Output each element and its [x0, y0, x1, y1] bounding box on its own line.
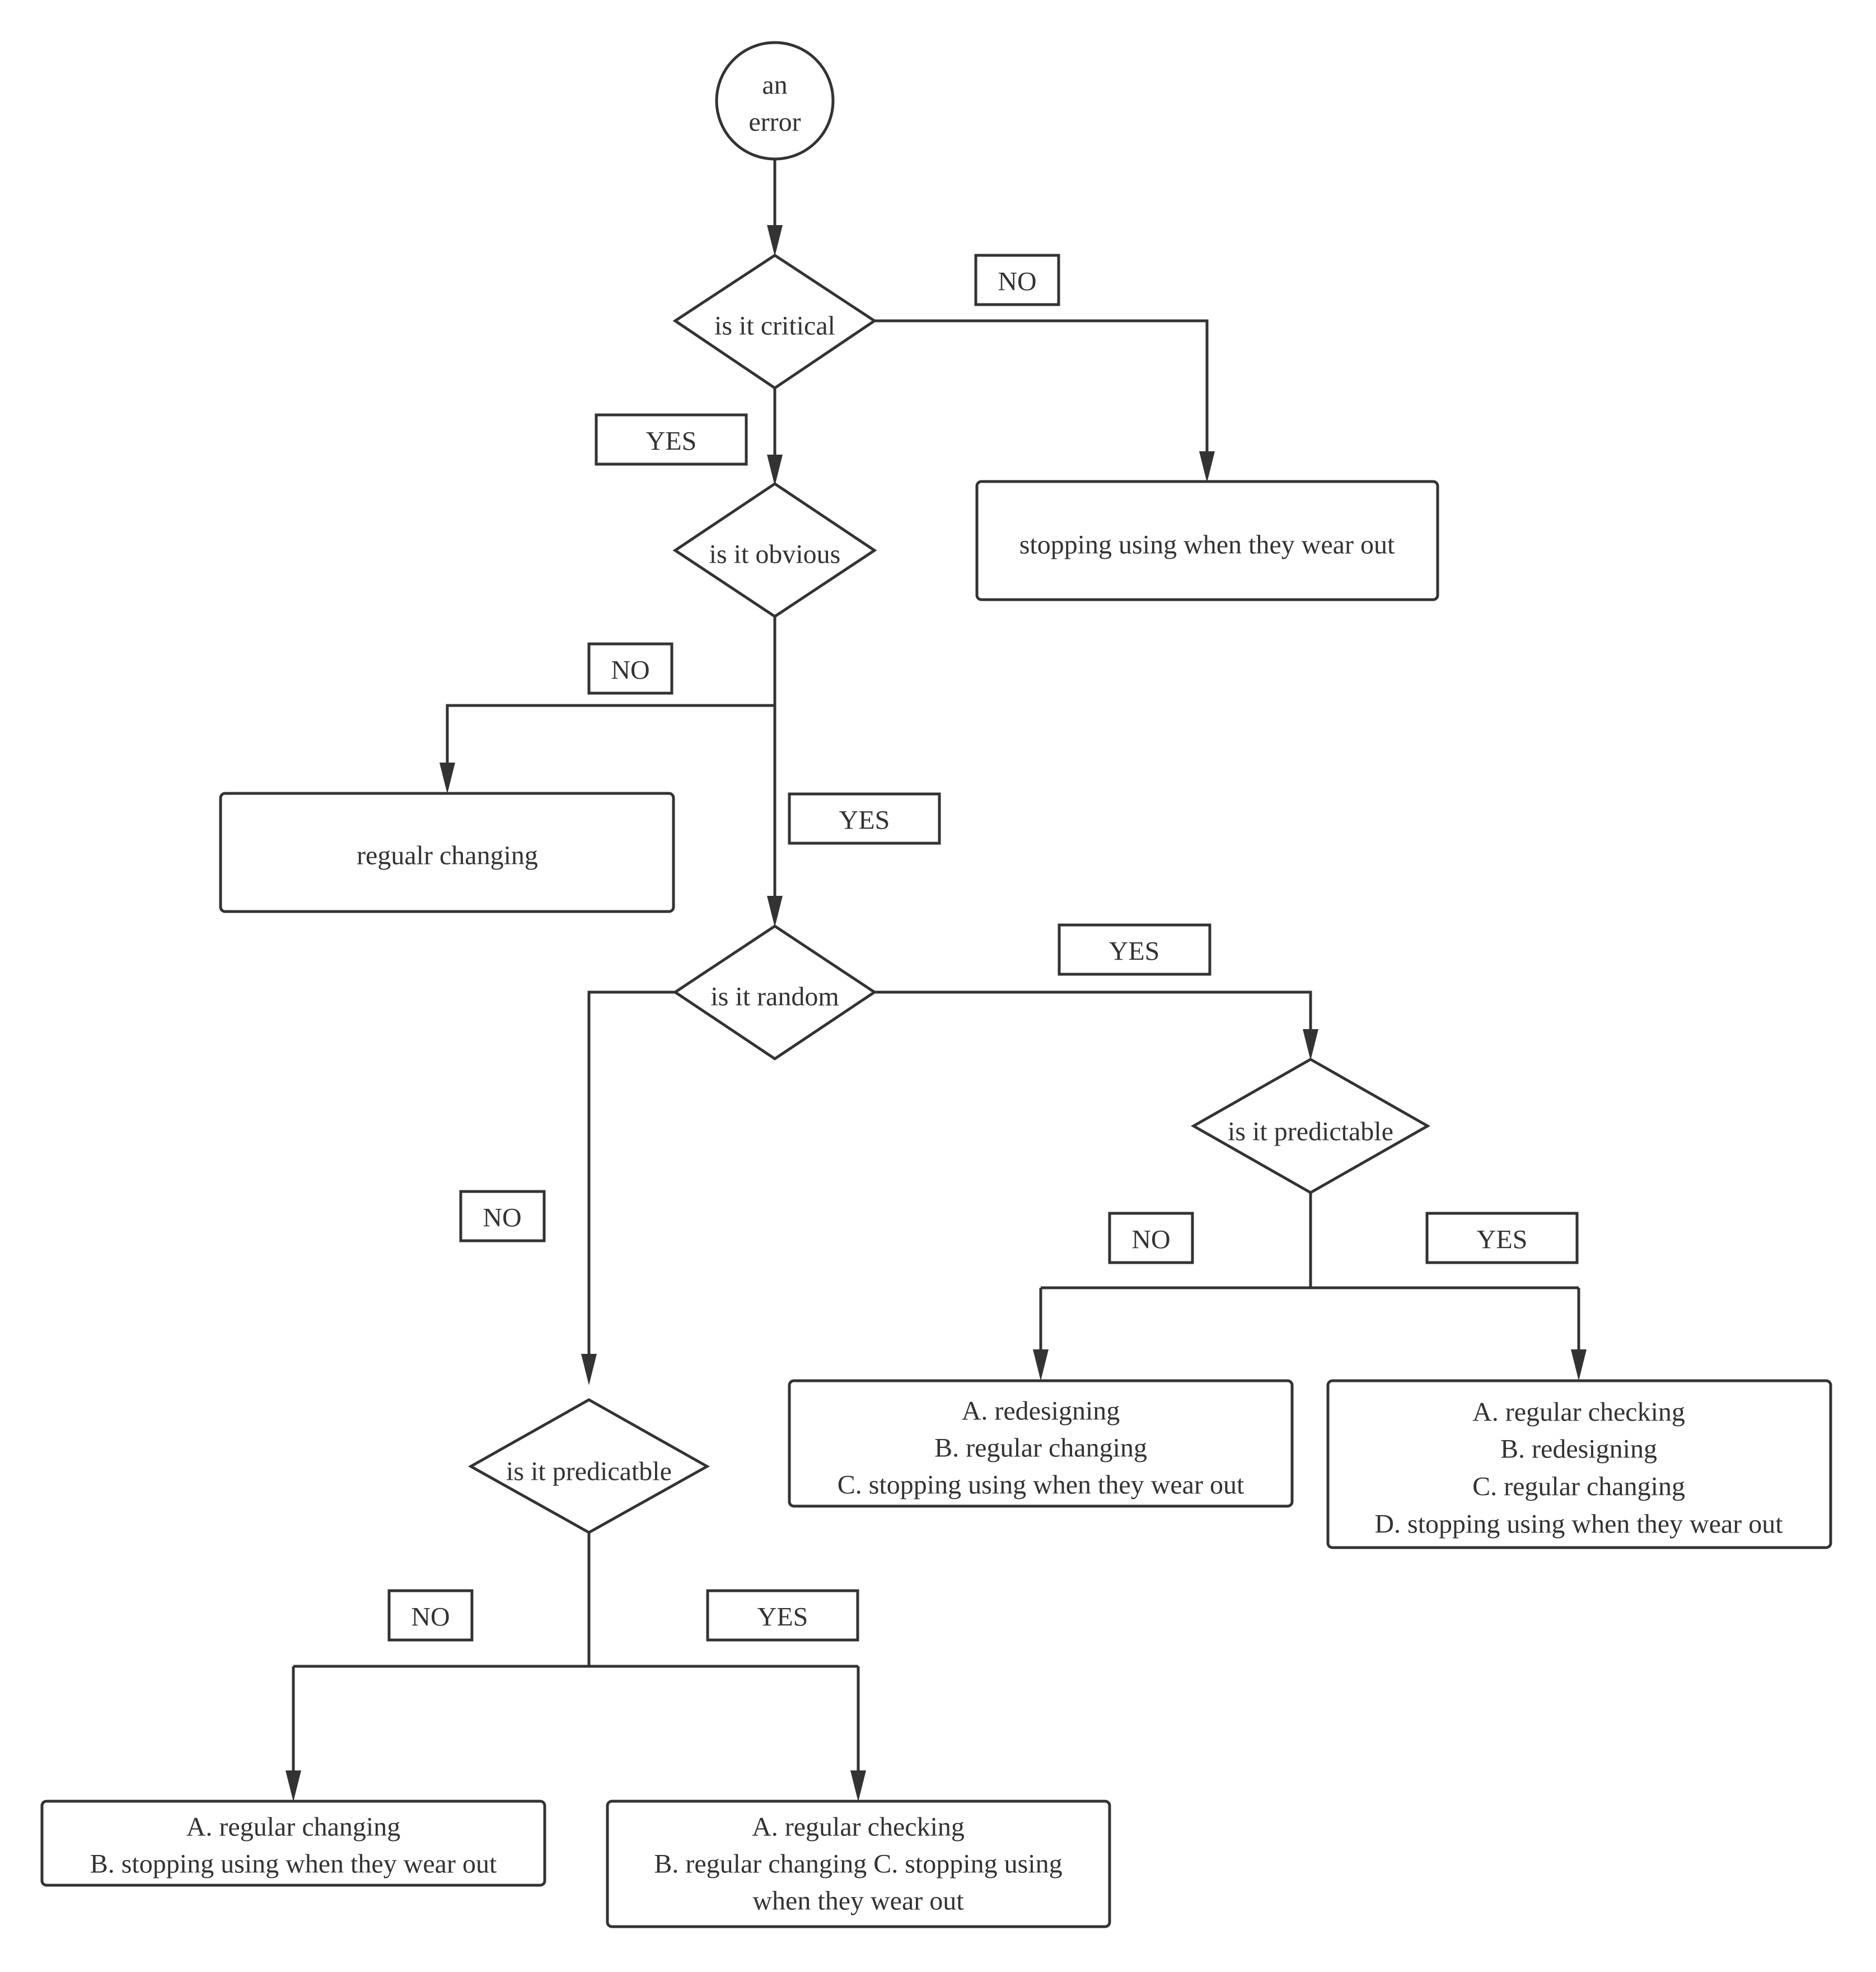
outcome-text-line: B. regular changing C. stopping using: [654, 1849, 1062, 1879]
outcome-text-line: A. regular changing: [186, 1812, 401, 1842]
decision-critical-text: is it critical: [714, 311, 835, 341]
arrowhead: [850, 1770, 866, 1802]
edge-random-yes: [874, 990, 1312, 1041]
label-obvious-yes: YES: [788, 792, 941, 845]
label-predicatble-yes-text: YES: [757, 1602, 808, 1632]
outcome-text-line: C. stopping using when they wear out: [838, 1470, 1245, 1500]
label-random-no: NO: [459, 1190, 546, 1242]
label-obvious-no-text: NO: [611, 656, 649, 685]
label-predicatble-no-text: NO: [411, 1602, 450, 1632]
label-obvious-no: NO: [587, 642, 673, 695]
outcome-predictable-no: A. redesigning B. regular changing C. st…: [788, 1379, 1294, 1508]
outcome-stop-wear: stopping using when they wear out: [975, 480, 1439, 601]
label-random-yes-text: YES: [1109, 937, 1160, 966]
label-predicatble-yes: YES: [706, 1589, 859, 1642]
decision-obvious: is it obvious: [672, 482, 877, 618]
edge-predictable-split: [1041, 1193, 1579, 1289]
arrowhead: [581, 1354, 597, 1385]
arrowhead: [767, 896, 783, 927]
arrowhead: [767, 225, 783, 256]
outcome-text-line: C. regular changing: [1472, 1472, 1685, 1502]
decision-predictable: is it predictable: [1190, 1058, 1431, 1194]
label-obvious-yes-text: YES: [839, 806, 890, 835]
label-predicatble-no: NO: [387, 1589, 474, 1642]
decision-random: is it random: [672, 924, 877, 1061]
edge-predicatble-split: [293, 1532, 858, 1668]
label-predictable-no-text: NO: [1131, 1225, 1170, 1255]
label-critical-yes-text: YES: [646, 427, 697, 456]
outcome-text-line: B. regular changing: [934, 1433, 1147, 1463]
outcome-text-line: D. stopping using when they wear out: [1374, 1510, 1783, 1539]
start-text-line: error: [748, 108, 801, 137]
outcome-text-line: B. redesigning: [1500, 1434, 1657, 1464]
outcome-predictable-yes: A. regular checking B. redesigning C. re…: [1326, 1379, 1832, 1549]
outcome-text-line: A. regular checking: [752, 1812, 965, 1842]
start-node: an error: [715, 41, 835, 161]
arrowhead: [1571, 1349, 1587, 1381]
edge-obvious-no: [446, 704, 775, 777]
decision-predicatble-text: is it predicatble: [506, 1457, 672, 1487]
arrowhead: [767, 455, 783, 486]
outcome-text-line: stopping using when they wear out: [1019, 530, 1395, 560]
arrowhead: [1199, 451, 1215, 483]
decision-obvious-text: is it obvious: [709, 540, 841, 569]
edge-critical-no: [874, 319, 1209, 465]
outcome-text-line: regualr changing: [357, 841, 538, 871]
edge-random-no: [587, 990, 675, 1368]
arrowhead: [1303, 1029, 1318, 1060]
outcome-predicatble-yes: A. regular checking B. regular changing …: [606, 1800, 1111, 1928]
label-critical-no: NO: [974, 254, 1060, 306]
outcome-text-line: A. redesigning: [962, 1396, 1120, 1426]
start-text-line: an: [762, 71, 787, 100]
decision-predictable-text: is it predictable: [1228, 1117, 1393, 1147]
label-critical-yes: YES: [595, 413, 748, 466]
decision-critical: is it critical: [672, 254, 877, 390]
label-critical-no-text: NO: [998, 267, 1036, 297]
decision-random-text: is it random: [710, 982, 839, 1012]
label-predictable-no: NO: [1108, 1212, 1194, 1264]
outcome-regular-changing: regualr changing: [219, 792, 675, 913]
decision-predicatble: is it predicatble: [467, 1398, 710, 1534]
label-random-yes: YES: [1058, 923, 1211, 976]
outcome-text-line: when they wear out: [752, 1886, 964, 1916]
label-predictable-yes: YES: [1425, 1212, 1579, 1264]
arrowhead: [1033, 1349, 1049, 1381]
outcome-predicatble-no: A. regular changing B. stopping using wh…: [40, 1800, 546, 1887]
connectors: [286, 159, 1587, 1802]
arrowhead: [286, 1770, 301, 1802]
arrowhead: [439, 763, 455, 794]
outcome-text-line: B. stopping using when they wear out: [90, 1849, 497, 1879]
label-random-no-text: NO: [483, 1203, 521, 1233]
outcome-text-line: A. regular checking: [1472, 1398, 1685, 1427]
label-predictable-yes-text: YES: [1477, 1225, 1528, 1255]
